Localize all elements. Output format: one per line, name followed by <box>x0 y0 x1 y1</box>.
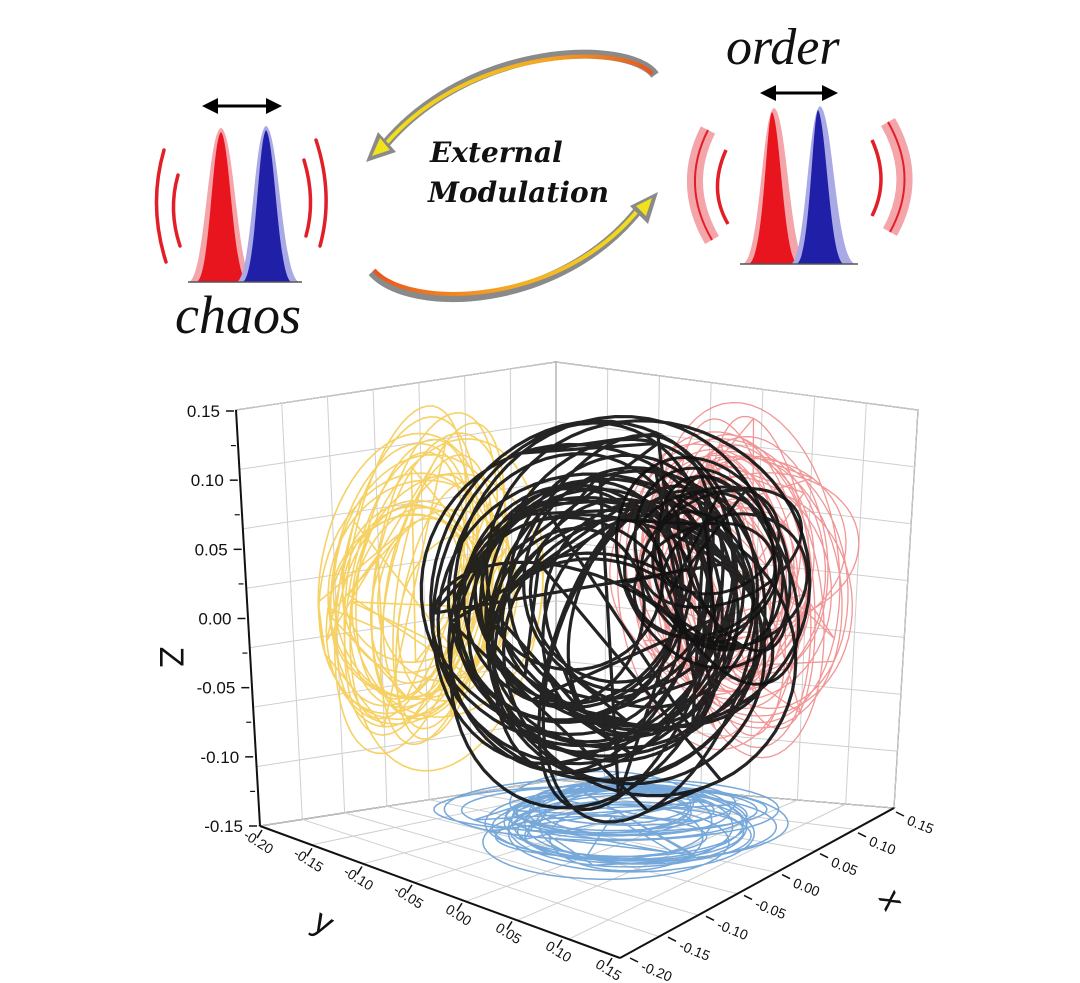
z-axis-line <box>235 409 261 827</box>
order-label: order <box>726 19 840 76</box>
blue-pulse-core <box>242 130 292 282</box>
z-tick-label: 0.00 <box>198 610 231 629</box>
x-tick-label: -0.10 <box>715 916 751 943</box>
red-pulse-core <box>196 132 248 282</box>
z-tick-label: 0.15 <box>187 402 220 421</box>
x-axis-title: x <box>871 883 913 916</box>
y-tick-label: 0.05 <box>493 919 525 947</box>
z-axis-ticks: 0.15 0.10 0.05 0.00 -0.05 -0.10 -0.15 <box>187 402 257 836</box>
projection-yz <box>317 405 545 772</box>
y-axis-line <box>259 825 621 959</box>
x-axis-line <box>619 807 895 959</box>
x-tick-label: -0.05 <box>753 895 789 922</box>
double-arrow-icon <box>760 85 838 101</box>
z-tick-label: -0.05 <box>197 679 236 698</box>
vibration-arcs-right <box>870 118 913 236</box>
blue-pulse-core <box>796 110 844 264</box>
red-pulse-core <box>748 112 798 264</box>
order-state-group: order <box>686 19 913 265</box>
vibration-arcs-left <box>686 126 730 245</box>
modulation-label-line1: External <box>429 136 563 169</box>
y-tick-label: 0.15 <box>593 956 625 983</box>
x-tick-label: -0.20 <box>639 958 675 983</box>
y-tick-label: 0.00 <box>443 901 475 929</box>
vibration-arcs-left <box>154 148 182 264</box>
vibration-arcs-right <box>302 138 328 248</box>
x-tick-label: -0.15 <box>677 937 713 964</box>
attractor-trajectory <box>419 414 812 824</box>
chaos-state-group: chaos <box>154 98 328 345</box>
y-tick-label: 0.10 <box>543 937 575 965</box>
y-axis-title: y <box>307 902 341 943</box>
modulation-arrow-to-chaos <box>366 49 659 162</box>
modulation-label-line2: Modulation <box>427 176 609 209</box>
z-tick-label: -0.15 <box>204 817 243 836</box>
y-axis-ticks: -0.20-0.15-0.10-0.050.000.050.100.15 <box>241 827 625 983</box>
z-tick-label: -0.10 <box>200 748 239 767</box>
double-arrow-icon <box>202 98 282 114</box>
x-tick-label: 0.05 <box>829 854 860 879</box>
plot-3d: 0.150.100.050.00-0.05-0.10-0.15 -0.20-0.… <box>152 361 936 983</box>
modulation-arrow-to-order <box>368 192 658 303</box>
x-tick-label: 0.15 <box>905 812 936 837</box>
z-axis-title: Z <box>152 647 190 668</box>
z-tick-label: 0.10 <box>191 471 224 490</box>
x-tick-label: 0.10 <box>867 833 898 858</box>
projection-xy <box>433 770 789 880</box>
z-tick-label: 0.05 <box>195 540 228 559</box>
chaos-label: chaos <box>175 285 301 345</box>
x-tick-label: 0.00 <box>791 875 822 900</box>
